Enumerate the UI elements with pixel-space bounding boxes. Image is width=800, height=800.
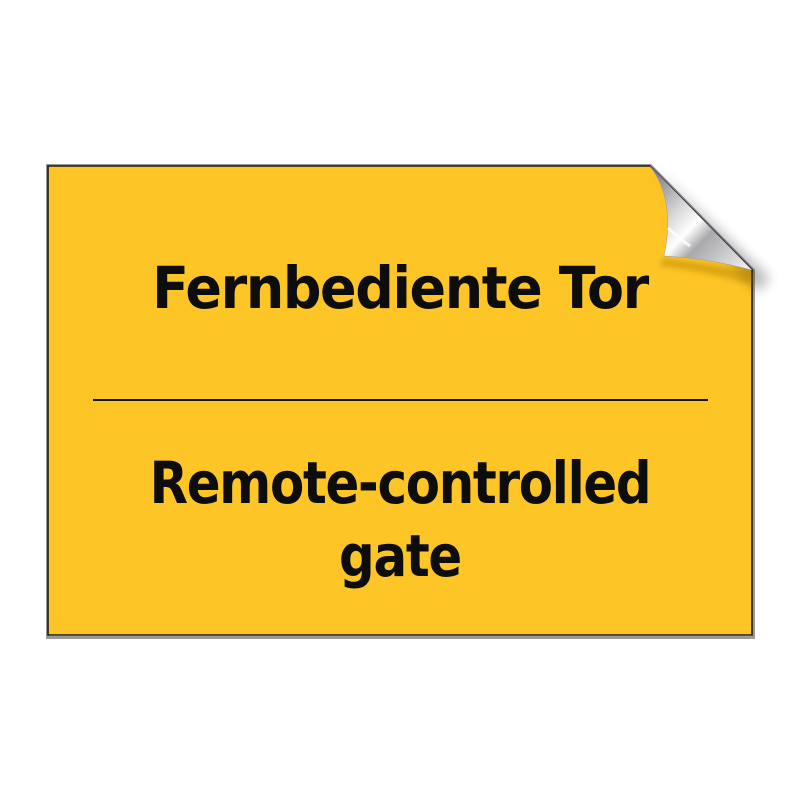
sign-title-english: Remote-controlled gate <box>96 447 703 593</box>
sign-title-german: Fernbediente Tor <box>152 254 649 322</box>
sign-title-english-line1: Remote-controlled <box>149 449 652 517</box>
peeled-corner <box>649 165 753 271</box>
peel-inner-shadow <box>660 258 752 285</box>
sign-divider <box>93 399 708 401</box>
sign-title-english-line2: gate <box>339 522 462 590</box>
peel-highlight <box>666 226 691 248</box>
